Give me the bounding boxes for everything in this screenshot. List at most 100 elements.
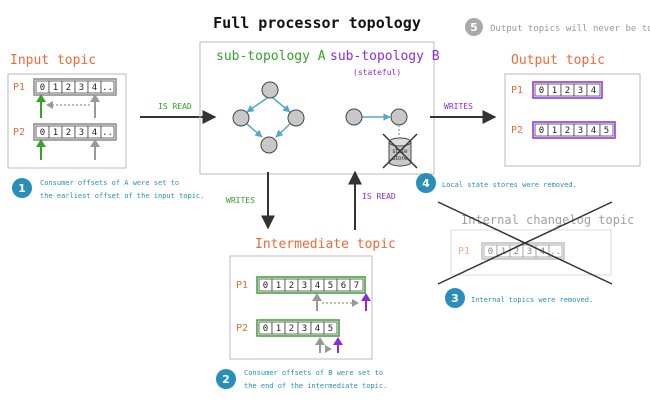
note3-text: Internal topics were removed.	[471, 296, 593, 304]
intermediate-partition-frame	[256, 276, 366, 294]
changelog-topic-title: Internal changelog topic	[461, 213, 634, 227]
intermediate-offset-value: 5	[328, 324, 333, 334]
input-offset-value: 0	[40, 83, 45, 93]
intermediate-offset-value: 7	[354, 281, 359, 291]
output-partition-frame	[532, 81, 603, 99]
output-offset-cell	[586, 83, 601, 97]
changelog-cross-2	[437, 201, 613, 285]
output-offset-value: 3	[578, 86, 583, 96]
input-p2-offset-a-head	[36, 139, 46, 147]
output-offset-value: 1	[552, 126, 557, 136]
output-offset-value: 4	[591, 126, 596, 136]
note1-line2: the earliest offset of the input topic.	[40, 192, 204, 200]
changelog-offset-value: ..	[550, 247, 561, 257]
changelog-offset-value: 0	[488, 247, 493, 257]
intermediate-offset-value: 0	[263, 281, 268, 291]
note5-text: Output topics will never be touched!	[490, 24, 650, 34]
inter-p1-dotted-head	[352, 299, 359, 307]
output-offset-value: 2	[565, 86, 570, 96]
output-topic-title: Output topic	[511, 53, 605, 68]
intermediate-offset-cell	[349, 278, 364, 292]
note4-number: 4	[422, 177, 430, 190]
processor-box	[199, 41, 435, 175]
a-edge-1	[246, 97, 268, 113]
intermediate-offset-value: 6	[341, 281, 346, 291]
intermediate-partition-label: P2	[236, 323, 248, 334]
output-partition-frame	[532, 121, 616, 139]
input-offset-value: 3	[79, 128, 84, 138]
output-topic-box	[504, 73, 641, 167]
note3-number: 3	[451, 292, 459, 305]
input-partition-frame	[33, 78, 117, 96]
output-offset-value: 4	[591, 86, 596, 96]
output-offset-value: 1	[552, 86, 557, 96]
input-offset-value: 1	[53, 83, 58, 93]
a-node-sink	[260, 136, 278, 154]
note5-number: 5	[470, 21, 478, 34]
inter-p1-gray-head-1	[312, 293, 322, 301]
inter-p2-gray-head	[315, 337, 325, 345]
intermediate-offset-value: 2	[289, 324, 294, 334]
intermediate-partition-frame	[256, 319, 340, 337]
note1-line1: Consumer offsets of A were set to	[40, 179, 179, 187]
input-offset-value: 2	[66, 83, 71, 93]
intermediate-offset-value: 1	[276, 324, 281, 334]
changelog-offset-value: 3	[527, 247, 532, 257]
note1-badge	[12, 178, 32, 198]
b-node-stateful	[390, 108, 408, 126]
output-offset-value: 3	[578, 126, 583, 136]
intermediate-offset-value: 1	[276, 281, 281, 291]
intermediate-offset-value: 3	[302, 324, 307, 334]
changelog-offset-value: 2	[514, 247, 519, 257]
input-offset-value: 3	[79, 83, 84, 93]
input-topic-box	[7, 73, 127, 169]
note3-badge	[445, 288, 465, 308]
writes-output-label: WRITES	[444, 102, 473, 111]
note5-badge	[465, 18, 483, 36]
is-read-intermediate-label: IS READ	[362, 192, 396, 201]
input-offset-cell	[100, 125, 115, 139]
input-offset-value: 4	[92, 128, 97, 138]
intermediate-partition-label: P1	[236, 280, 248, 291]
intermediate-offset-value: 5	[328, 281, 333, 291]
input-partition-frame	[33, 123, 117, 141]
input-p1-offset-a-head	[36, 94, 46, 102]
changelog-topic-box	[450, 229, 612, 276]
state-store-icon: state store	[382, 133, 418, 169]
intermediate-offset-value: 3	[302, 281, 307, 291]
diagram-title: Full processor topology	[213, 14, 421, 32]
sub-topology-b-label: sub-topology B	[330, 49, 440, 64]
note4-badge	[416, 173, 436, 193]
intermediate-topic-box	[229, 255, 373, 360]
input-offset-cell	[100, 80, 115, 94]
changelog-partition-frame	[481, 242, 565, 260]
writes-intermediate-label: WRITES	[226, 196, 255, 205]
input-offset-value: 2	[66, 128, 71, 138]
changelog-partition-label: P1	[458, 246, 470, 257]
state-store-label-line2: store	[392, 155, 407, 162]
input-partition-label: P1	[13, 82, 25, 93]
input-offset-value: 1	[53, 128, 58, 138]
input-offset-value: 4	[92, 83, 97, 93]
output-partition-label: P2	[511, 125, 523, 136]
inter-p2-small-head	[325, 345, 332, 353]
input-p1-reset-head	[46, 101, 53, 109]
note2-number: 2	[222, 373, 230, 386]
intermediate-topic-title: Intermediate topic	[255, 237, 396, 252]
input-p2-old-offset-head	[90, 139, 100, 147]
intermediate-offset-value: 4	[315, 281, 320, 291]
intermediate-offset-value: 0	[263, 324, 268, 334]
a-node-left	[232, 109, 250, 127]
sub-topology-b-note: (stateful)	[353, 68, 401, 77]
input-topic-title: Input topic	[10, 53, 96, 68]
intermediate-offset-cell	[323, 321, 338, 335]
changelog-offset-value: 1	[501, 247, 506, 257]
note2-line2: the end of the intermediate topic.	[244, 382, 387, 390]
input-offset-value: ..	[102, 128, 113, 138]
input-offset-value: ..	[102, 83, 113, 93]
